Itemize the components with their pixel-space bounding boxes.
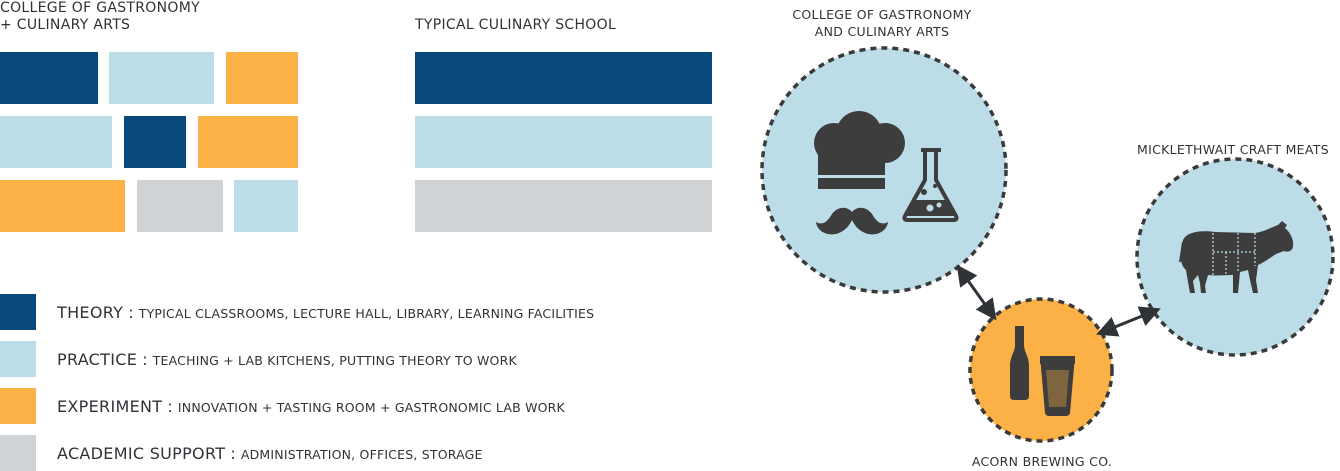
legend-term: PRACTICE bbox=[57, 350, 138, 369]
cow-icon bbox=[1179, 221, 1294, 293]
practice-block bbox=[0, 116, 112, 168]
college-mix-heading-line-1: COLLEGE OF GASTRONOMY bbox=[0, 0, 200, 16]
legend-desc: TYPICAL CLASSROOMS, LECTURE HALL, LIBRAR… bbox=[138, 306, 595, 321]
college-brewing-connector bbox=[956, 264, 997, 321]
theory-block bbox=[0, 52, 98, 104]
support-bar bbox=[415, 180, 712, 232]
legend-desc: ADMINISTRATION, OFFICES, STORAGE bbox=[240, 447, 483, 462]
legend-term: EXPERIMENT bbox=[57, 397, 163, 416]
practice-block bbox=[234, 180, 298, 232]
bottle-icon bbox=[1010, 326, 1029, 400]
practice-bar bbox=[415, 116, 712, 168]
mustache-icon bbox=[816, 207, 888, 235]
theory-bar bbox=[415, 52, 712, 104]
legend-separator: : bbox=[142, 350, 148, 369]
legend-item-experiment: EXPERIMENT : INNOVATION + TASTING ROOM +… bbox=[57, 397, 565, 416]
legend-term: ACADEMIC SUPPORT bbox=[57, 444, 226, 463]
legend-item-support: ACADEMIC SUPPORT : ADMINISTRATION, OFFIC… bbox=[57, 444, 483, 463]
college-mix-heading-line-2: + CULINARY ARTS bbox=[0, 17, 131, 33]
brewing-meats-connector bbox=[1096, 306, 1161, 337]
flask-icon bbox=[902, 148, 959, 222]
experiment-block bbox=[226, 52, 298, 104]
legend-term: THEORY bbox=[57, 303, 124, 322]
legend-swatch-support bbox=[0, 435, 36, 471]
meats-node-label: MICKLETHWAIT CRAFT MEATS bbox=[1137, 142, 1329, 157]
experiment-block bbox=[0, 180, 125, 232]
legend-desc: INNOVATION + TASTING ROOM + GASTRONOMIC … bbox=[177, 400, 565, 415]
practice-block bbox=[109, 52, 214, 104]
legend-swatch-theory bbox=[0, 294, 36, 330]
support-block bbox=[137, 180, 223, 232]
chef-hat-icon bbox=[814, 111, 905, 189]
legend-item-theory: THEORY : TYPICAL CLASSROOMS, LECTURE HAL… bbox=[57, 303, 594, 322]
legend-separator: : bbox=[230, 444, 236, 463]
brewing-node-label: ACORN BREWING CO. bbox=[971, 454, 1113, 469]
college-node-label-line-2: AND CULINARY ARTS bbox=[814, 24, 950, 39]
legend-swatch-experiment bbox=[0, 388, 36, 424]
legend-desc: TEACHING + LAB KITCHENS, PUTTING THEORY … bbox=[152, 353, 517, 368]
college-mix-heading: COLLEGE OF GASTRONOMY + CULINARY ARTS bbox=[0, 0, 200, 34]
college-node-label: COLLEGE OF GASTRONOMY AND CULINARY ARTS bbox=[772, 6, 992, 40]
typical-school-heading: TYPICAL CULINARY SCHOOL bbox=[415, 17, 617, 33]
theory-block bbox=[124, 116, 186, 168]
legend-swatch-practice bbox=[0, 341, 36, 377]
brewing-circle bbox=[968, 297, 1114, 443]
college-node-label-line-1: COLLEGE OF GASTRONOMY bbox=[792, 7, 972, 22]
legend-separator: : bbox=[167, 397, 173, 416]
pint-glass-icon bbox=[1040, 356, 1075, 416]
legend-separator: : bbox=[128, 303, 134, 322]
experiment-block bbox=[198, 116, 298, 168]
legend-item-practice: PRACTICE : TEACHING + LAB KITCHENS, PUTT… bbox=[57, 350, 517, 369]
